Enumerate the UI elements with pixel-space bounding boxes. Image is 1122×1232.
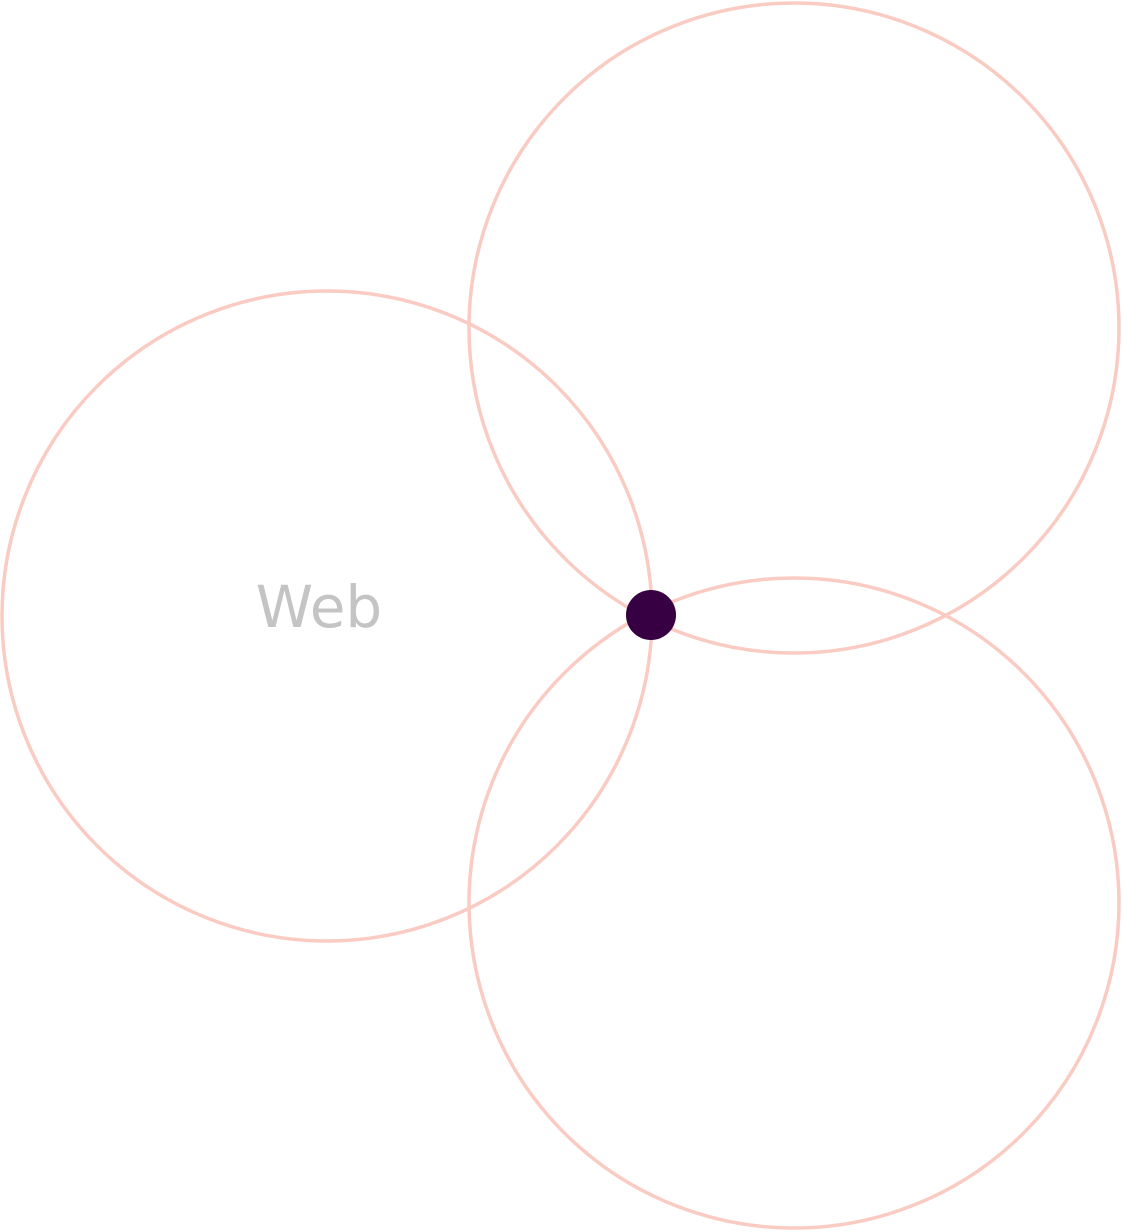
circle-bottom-right: [467, 576, 1121, 1230]
center-node: [626, 590, 676, 640]
circle-top-right: [467, 1, 1121, 655]
circle-left-label: Web: [256, 573, 382, 641]
